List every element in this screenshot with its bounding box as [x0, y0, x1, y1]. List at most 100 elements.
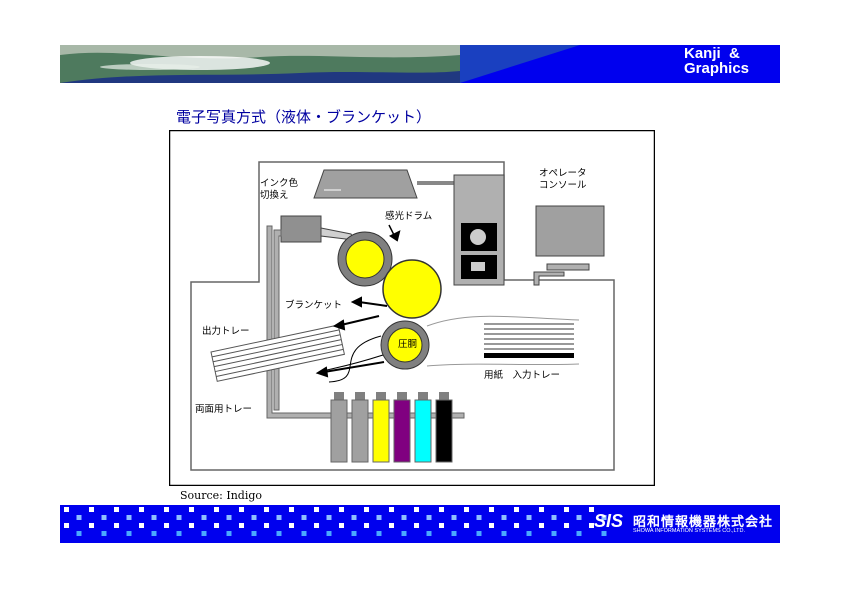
checker-cell [576, 515, 582, 520]
checker-cell [439, 523, 444, 528]
checker-cell [401, 515, 407, 520]
brand-line-2: Graphics [684, 60, 750, 77]
checker-cell [551, 531, 557, 536]
checker-cell [101, 515, 107, 520]
checker-cell [126, 531, 132, 536]
checker-cell [439, 507, 444, 512]
checker-cell [551, 515, 557, 520]
checker-cell [489, 523, 494, 528]
checker-cell [176, 515, 182, 520]
checker-cell [339, 523, 344, 528]
checker-cell [64, 523, 69, 528]
checker-cell [176, 531, 182, 536]
ink-cartridge-cap [439, 392, 449, 402]
ink-cartridge [372, 399, 390, 463]
checker-cell [214, 523, 219, 528]
checker-cell [89, 523, 94, 528]
checker-cell [426, 531, 432, 536]
checker-pattern [64, 507, 607, 536]
checker-cell [114, 507, 119, 512]
company-logo: SIS [594, 511, 624, 531]
checker-cell [276, 515, 282, 520]
duplex-path [266, 225, 465, 419]
operator-keyboard [546, 263, 590, 271]
checker-cell [289, 507, 294, 512]
page-title: 電子写真方式（液体・ブランケット） [176, 108, 432, 126]
ink-cartridge-cap [376, 392, 386, 402]
checker-cell [326, 515, 332, 520]
checker-cell [164, 523, 169, 528]
header-banner [60, 45, 780, 83]
operator-monitor [535, 205, 605, 257]
checker-cell [576, 531, 582, 536]
checker-cell [451, 515, 457, 520]
checker-cell [476, 515, 482, 520]
label-output-tray: 出力トレー [202, 326, 250, 337]
checker-cell [426, 515, 432, 520]
label-duplex-tray: 両面用トレー [195, 404, 253, 415]
checker-cell [326, 531, 332, 536]
checker-cell [464, 507, 469, 512]
checker-cell [376, 515, 382, 520]
press-diagram: インク色 切換え 感光ドラム オペレータ コンソール ブランケット 出力トレー … [168, 129, 656, 487]
source-caption: Source: Indigo [180, 489, 263, 502]
label-ink-switch: インク色 切換え [260, 178, 299, 201]
checker-cell [364, 523, 369, 528]
checker-cell [126, 515, 132, 520]
checker-cell [139, 523, 144, 528]
checker-cell [189, 507, 194, 512]
checker-cell [501, 531, 507, 536]
ink-cartridges [330, 392, 453, 463]
ink-switch-valve [280, 215, 322, 243]
laser-unit [313, 169, 418, 199]
label-photo-drum: 感光ドラム [385, 211, 433, 222]
ink-cartridge [435, 399, 453, 463]
checker-cell [276, 531, 282, 536]
checker-cell [76, 515, 82, 520]
checker-cell [476, 531, 482, 536]
checker-cell [364, 507, 369, 512]
checker-cell [464, 523, 469, 528]
checker-cell [264, 507, 269, 512]
output-tray [210, 324, 345, 382]
checker-cell [226, 531, 232, 536]
checker-cell [539, 523, 544, 528]
checker-cell [189, 523, 194, 528]
checker-cell [214, 507, 219, 512]
footer-banner [60, 505, 780, 543]
checker-cell [289, 523, 294, 528]
checker-cell [239, 523, 244, 528]
checker-cell [89, 507, 94, 512]
checker-cell [351, 531, 357, 536]
ink-cartridge-cap [418, 392, 428, 402]
ink-cartridge [351, 399, 369, 463]
checker-cell [226, 515, 232, 520]
ink-cartridge [414, 399, 432, 463]
checker-cell [151, 515, 157, 520]
paper-input-tray [484, 323, 574, 358]
checker-cell [589, 507, 594, 512]
label-impression: 圧胴 [398, 339, 418, 350]
brand-line-1: Kanji & [684, 45, 740, 62]
checker-cell [601, 531, 607, 536]
press-diagram-svg [168, 129, 656, 487]
checker-cell [301, 531, 307, 536]
company-name: 昭和情報機器株式会社 [633, 515, 774, 530]
checker-cell [64, 507, 69, 512]
checker-cell [314, 523, 319, 528]
flow-arrows [315, 224, 401, 378]
ink-cartridge [393, 399, 411, 463]
checker-cell [451, 531, 457, 536]
checker-cell [389, 523, 394, 528]
checker-cell [114, 523, 119, 528]
checker-cell [389, 507, 394, 512]
checker-cell [201, 515, 207, 520]
checker-cell [539, 507, 544, 512]
checker-cell [339, 507, 344, 512]
checker-cell [251, 531, 257, 536]
checker-cell [601, 515, 607, 520]
ink-cartridge-cap [397, 392, 407, 402]
checker-cell [351, 515, 357, 520]
label-paper-input-tray: 用紙 入力トレー [484, 370, 561, 381]
checker-cell [101, 531, 107, 536]
